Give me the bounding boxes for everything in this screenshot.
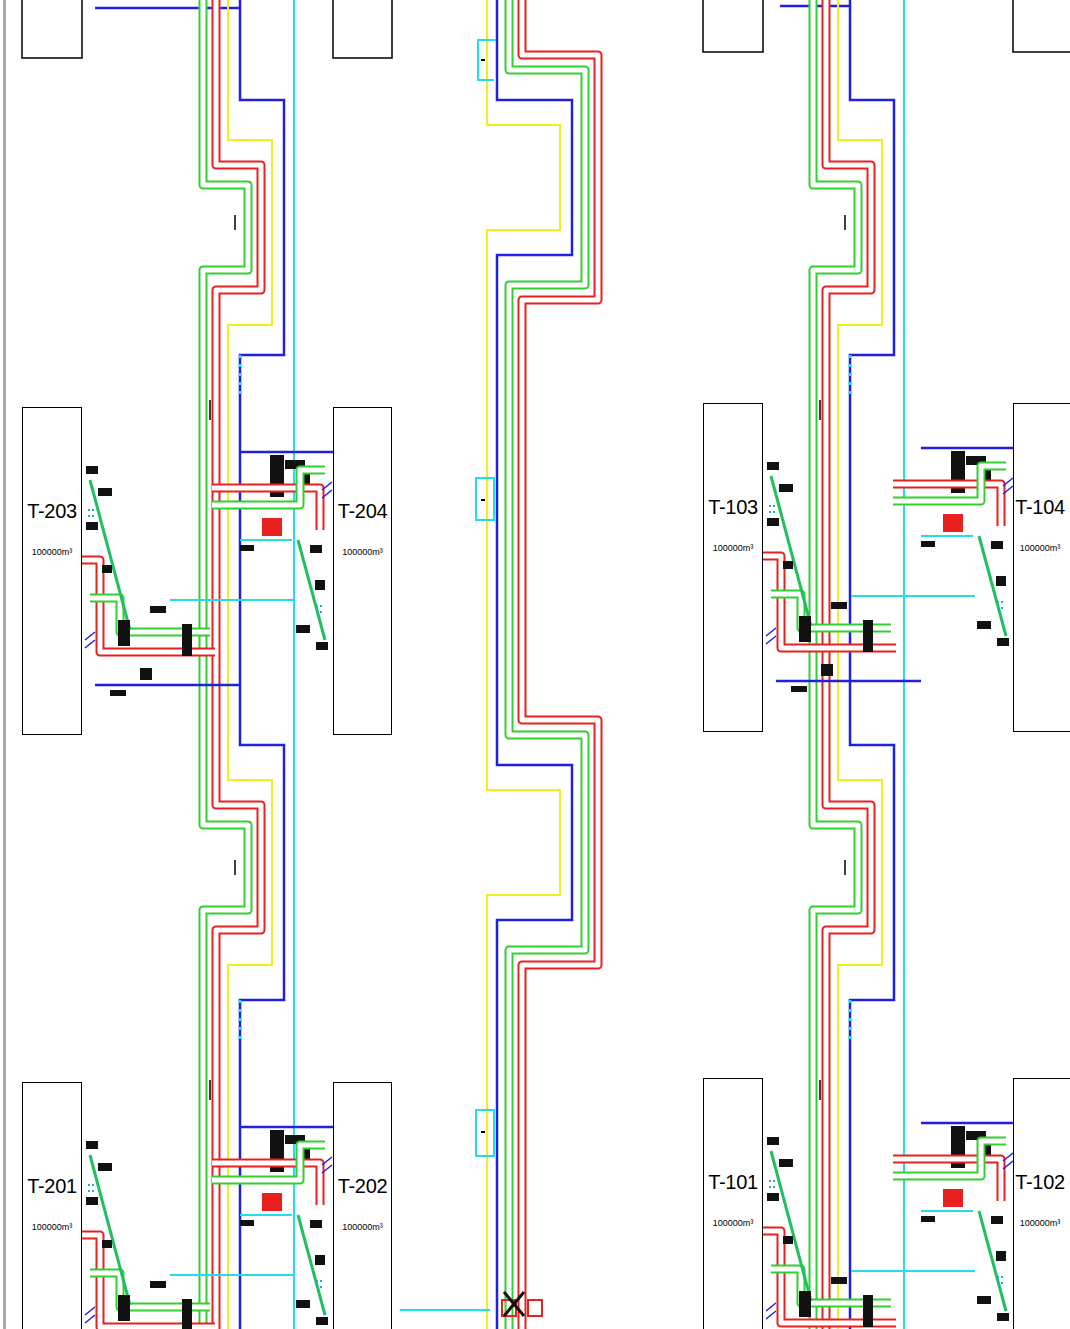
tank-box: T-204 100000m³ <box>333 407 392 735</box>
tank-box: T-104 100000m³ <box>1013 403 1070 732</box>
tank-capacity: 100000m³ <box>334 1223 391 1233</box>
tank-tag: T-101 <box>704 1171 762 1193</box>
tank-tag: T-204 <box>334 500 391 522</box>
tank-tag: T-102 <box>1011 1171 1069 1193</box>
tank-tag: T-104 <box>1011 496 1069 518</box>
red-pipe-inner <box>522 0 598 1329</box>
tank-box: T-102 100000m³ <box>1013 1078 1070 1329</box>
valve-symbol <box>504 1292 524 1316</box>
tank-capacity: 100000m³ <box>23 1223 81 1233</box>
tank-outline <box>703 0 763 52</box>
middle-corridor <box>400 0 598 1329</box>
tank-tag: T-202 <box>334 1175 391 1197</box>
valve-box <box>528 1300 542 1316</box>
tank-capacity: 100000m³ <box>1011 544 1069 554</box>
tank-tag: T-201 <box>23 1175 81 1197</box>
cyan-pipe <box>478 40 496 80</box>
tank-outline <box>1013 0 1070 52</box>
tank-manifold <box>82 1127 333 1329</box>
tank-manifold <box>763 1123 1014 1329</box>
cyan-pipe <box>400 1309 490 1311</box>
tank-box: T-203 100000m³ <box>22 407 82 735</box>
pipe-corridor <box>203 0 294 1329</box>
tank-capacity: 100000m³ <box>1011 1219 1069 1229</box>
tank-box: T-101 100000m³ <box>703 1078 763 1329</box>
pipe-marks <box>481 60 485 1132</box>
tank-capacity: 100000m³ <box>23 548 81 558</box>
sheet-border <box>3 0 6 1329</box>
tank-manifold <box>763 448 1014 692</box>
tank-capacity: 100000m³ <box>704 544 762 554</box>
tank-capacity: 100000m³ <box>334 548 391 558</box>
tank-box: T-103 100000m³ <box>703 403 763 732</box>
red-pipe <box>522 0 598 1329</box>
tank-outline <box>333 0 392 58</box>
tank-box: T-201 100000m³ <box>22 1082 82 1329</box>
tank-box: T-202 100000m³ <box>333 1082 392 1329</box>
tank-tag: T-203 <box>23 500 81 522</box>
tank-tag: T-103 <box>704 496 762 518</box>
tank-manifold <box>82 452 333 696</box>
tank-capacity: 100000m³ <box>704 1219 762 1229</box>
tank-outline <box>22 0 82 58</box>
